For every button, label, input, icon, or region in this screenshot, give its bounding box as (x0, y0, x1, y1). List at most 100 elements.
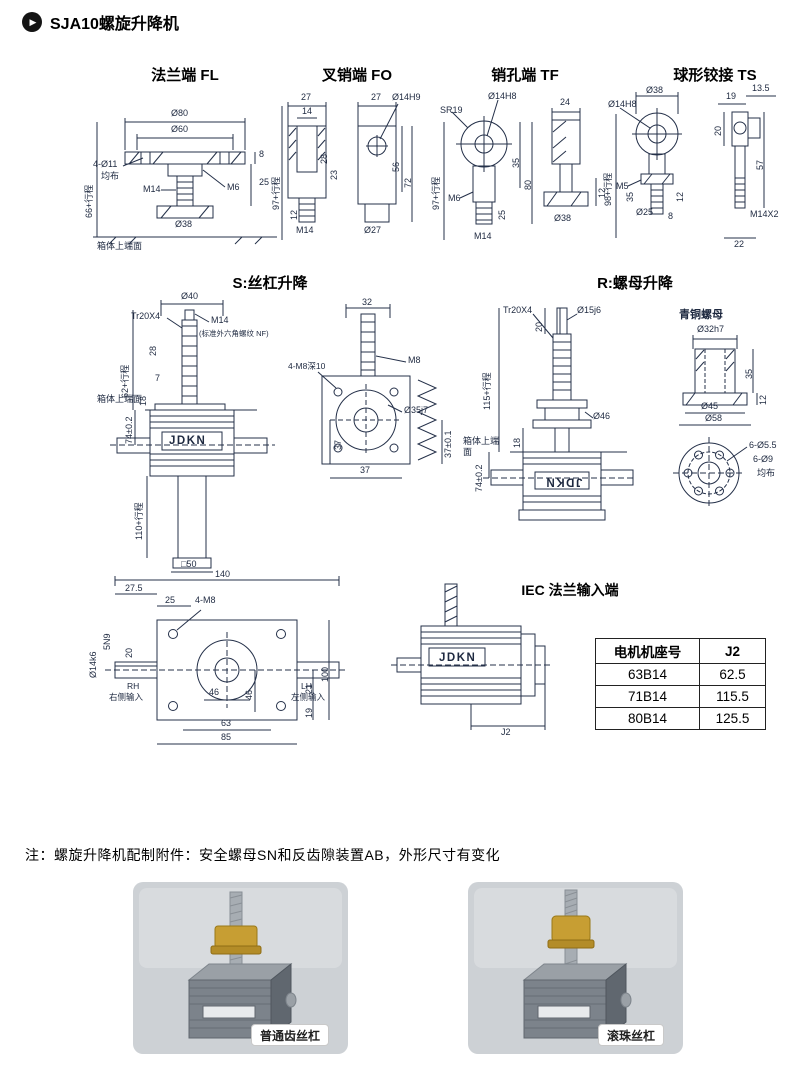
dim-label: 97+行程 (271, 176, 281, 210)
dim-label: 4-Ø11 (93, 159, 118, 169)
dim-label: Ø58 (705, 413, 723, 423)
dim-label: M14 (474, 231, 492, 241)
heading-screw-travel: S:丝杠升降 (232, 275, 308, 292)
iec-drawing-svg (391, 583, 551, 730)
table-cell: 71B14 (595, 685, 700, 708)
heading-ball-joint-end: 球形铰接 TS (673, 67, 757, 84)
photo-normal-screw: 普通齿丝杠 (133, 882, 348, 1054)
dim-label: 28 (319, 153, 329, 164)
dim-label: 13.5 (752, 83, 770, 93)
table-cell: 125.5 (699, 707, 766, 730)
dim-label: 100 (320, 666, 330, 682)
dim-label: 46 (209, 687, 220, 697)
dim-label: 56 (391, 161, 401, 172)
dim-label: LH (301, 681, 312, 691)
table-cell: 62.5 (699, 663, 766, 686)
s-side-view-svg (317, 304, 443, 479)
dim-label: M6 (448, 193, 461, 203)
dim-label: JDKN (439, 652, 477, 664)
dim-label: 72 (403, 177, 413, 188)
dim-label: 19 (726, 91, 737, 101)
dim-label: JDKN (169, 435, 207, 447)
dim-label: 18 (512, 437, 522, 448)
dim-label: JDKN (545, 475, 583, 488)
dim-label: 5N9 (102, 633, 112, 650)
dim-label: 20 (124, 647, 134, 658)
dim-label: M6 (227, 182, 240, 192)
table-header-j2: J2 (699, 638, 766, 664)
s-front-view-svg (110, 300, 275, 573)
dim-label: 20 (534, 321, 544, 332)
dim-label: RH (127, 681, 140, 691)
dim-label: 74±0.2 (474, 464, 484, 492)
dim-label: M5 (616, 181, 629, 191)
dim-label: M14 (211, 315, 229, 325)
dim-label: 25 (165, 595, 176, 605)
dim-label: 115+行程 (482, 372, 492, 410)
fl-drawing-svg (93, 118, 277, 245)
dim-label: Ø14H8 (488, 91, 517, 101)
dim-label: 85 (221, 732, 232, 742)
dim-label: Ø40 (181, 291, 199, 301)
dim-label: Ø38 (646, 85, 664, 95)
dim-label: Ø38 (554, 213, 572, 223)
dim-label: 均布 (101, 171, 120, 181)
dim-label: 66+行程 (84, 184, 94, 218)
dim-label: 25 (497, 209, 507, 220)
dim-label: 37±0.1 (443, 430, 453, 458)
dim-label: 20 (713, 125, 723, 136)
dim-label: 97+行程 (431, 176, 441, 210)
table-row: 71B14 115.5 (595, 685, 766, 708)
dim-label: 37 (360, 465, 371, 475)
dim-label: (标准外六角螺纹 NF) (199, 329, 269, 338)
table-row: 63B14 62.5 (595, 663, 766, 686)
fo-drawing-svg (281, 102, 413, 240)
dim-label: 8 (259, 149, 265, 159)
dim-label: 4-M8 (195, 595, 216, 605)
dim-label: M8 (408, 355, 421, 365)
r-view-svg (483, 307, 635, 521)
dim-label: Ø14k6 (88, 651, 98, 678)
dim-label: 8 (668, 211, 674, 221)
heading-fork-end: 叉销端 FO (322, 67, 392, 84)
dim-label: Ø15j6 (577, 305, 602, 315)
dim-label: 35 (625, 191, 635, 202)
dim-label: □50 (181, 559, 197, 569)
dim-label: 62+行程 (120, 364, 130, 398)
dim-label: 140 (215, 569, 231, 579)
heading-flange-end: 法兰端 FL (151, 67, 219, 84)
dim-label: 右侧输入 (109, 692, 144, 702)
table-header-frame: 电机机座号 (595, 638, 700, 664)
dim-label: 青铜螺母 (679, 309, 723, 321)
page-header: ▶ SJA10螺旋升降机 (22, 10, 179, 34)
dim-label: 46 (244, 689, 254, 700)
gearbox-top-view-svg (105, 576, 345, 745)
photo-caption: 普通齿丝杠 (251, 1024, 330, 1046)
bullet-icon: ▶ (22, 12, 42, 32)
table-header-row: 电机机座号 J2 (595, 638, 766, 664)
dim-label: Tr20X4 (503, 305, 533, 315)
dim-label: 均布 (757, 468, 776, 478)
dim-label: 80 (523, 179, 533, 190)
dim-label: Ø25 (636, 207, 654, 217)
dim-label: 6-Ø5.5 (749, 440, 777, 450)
dim-label: 14 (302, 106, 313, 116)
dim-label: M14 (296, 225, 314, 235)
table-cell: 80B14 (595, 707, 700, 730)
normal-screw-render (133, 882, 348, 1054)
dim-label: 箱体上端面 (97, 241, 143, 251)
dim-label: 63 (221, 718, 232, 728)
dim-label: 27 (301, 92, 312, 102)
dim-label: M14X2 (750, 209, 779, 219)
ts-drawing-svg (615, 92, 776, 239)
dim-label: 19 (304, 707, 314, 718)
dim-label: 23 (329, 169, 339, 180)
dim-label: Ø27 (364, 225, 382, 235)
